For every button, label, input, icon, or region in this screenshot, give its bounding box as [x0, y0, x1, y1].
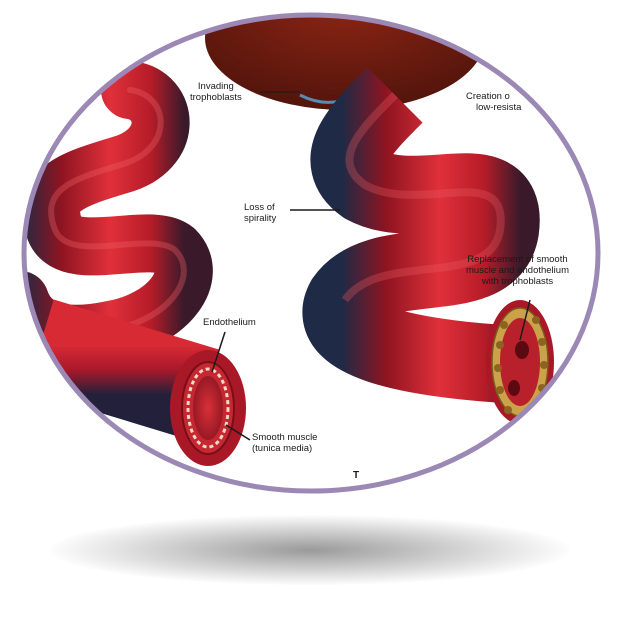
leader-endothelium	[211, 331, 226, 373]
label-replacement-trophoblasts: Replacement of smooth muscle and endothe…	[466, 254, 569, 287]
left-vessel-cross-section	[170, 350, 246, 466]
leader-smooth-muscle	[225, 424, 251, 441]
oval-frame-border	[21, 12, 601, 494]
label-endothelium: Endothelium	[203, 317, 256, 328]
label-smooth-muscle: Smooth muscle (tunica media)	[252, 432, 318, 454]
label-invading-trophoblasts: Invading trophoblasts	[190, 81, 242, 103]
label-loss-of-spirality: Loss of spirality	[244, 202, 277, 224]
right-vessel-cross-section	[486, 300, 554, 424]
drop-shadow	[50, 515, 570, 585]
label-bottom-fragment: T	[353, 470, 360, 481]
leader-replacement	[519, 299, 531, 341]
right-remodeled-artery	[302, 67, 540, 404]
placenta-tissue	[205, 15, 485, 110]
label-creation-low-resistance: Creation o low-resista	[466, 91, 522, 113]
